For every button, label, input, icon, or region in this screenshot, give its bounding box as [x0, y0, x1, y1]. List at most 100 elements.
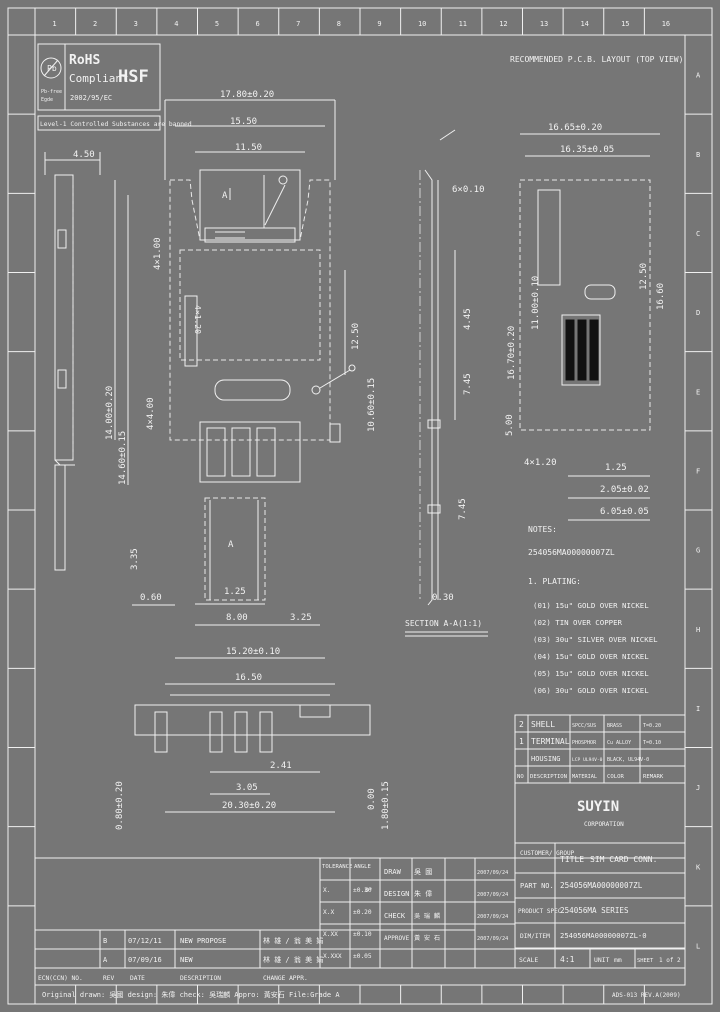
- dim-6x0-10: 6×0.10: [452, 185, 485, 195]
- bom-header: NO: [517, 774, 524, 780]
- tolerance-cell: ±0.10: [353, 931, 372, 938]
- sheet-label: SHEET: [637, 958, 654, 964]
- column-marker: 15: [621, 20, 629, 28]
- rev-cell: NEW PROPOSE: [180, 937, 226, 945]
- section-label: SECTION A-A(1:1): [405, 619, 482, 628]
- column-marker: 14: [580, 20, 588, 28]
- rev-cell: NEW: [180, 956, 193, 964]
- dim-r-6-05: 6.05±0.05: [600, 507, 649, 517]
- tolerance-cell: ±0.05: [353, 953, 372, 960]
- scale-value: 4:1: [560, 955, 575, 964]
- unit-label: UNIT: [594, 956, 610, 964]
- dim-r-16-60: 16.60: [656, 283, 666, 310]
- dim-r-12-50: 12.50: [639, 263, 649, 290]
- part-no-value: 254056MA00000007ZL: [560, 881, 643, 890]
- dim-4-45: 4.45: [463, 308, 473, 330]
- company-logo: SUYIN CORPORATION: [514, 782, 686, 844]
- rev-header: CHANGE APPR.: [263, 975, 308, 982]
- tolerance-header: TOLERANCE: [322, 864, 353, 870]
- draw-label: DRAW: [384, 868, 402, 876]
- bom-header: REMARK: [643, 774, 664, 780]
- row-marker: F: [696, 467, 700, 475]
- column-marker: 7: [296, 20, 300, 28]
- column-marker: 1: [52, 20, 56, 28]
- rev-header: DATE: [130, 975, 145, 982]
- rohs-level-text: Level-1 Controlled Substances are banned: [40, 121, 192, 128]
- dim-4x1-00: 4×1.00: [153, 237, 163, 270]
- dim-15-50: 15.50: [230, 117, 257, 127]
- dim-3-25: 3.25: [290, 613, 312, 623]
- dim-16-50: 16.50: [235, 673, 262, 683]
- bom-header: COLOR: [607, 774, 624, 780]
- plating-item: (02) TIN OVER COPPER: [533, 618, 623, 627]
- signature-date: 2007/09/24: [477, 936, 508, 942]
- scale-label: SCALE: [519, 956, 538, 964]
- bom-header: MATERIAL: [572, 774, 597, 780]
- dim-15-20: 15.20±0.10: [226, 647, 280, 657]
- dim-0-00: 0.00: [367, 788, 377, 810]
- hsf-mark: HSF: [118, 67, 149, 87]
- rev-cell: B: [103, 937, 107, 945]
- rev-cell: 07/12/11: [128, 937, 162, 945]
- column-marker: 16: [662, 20, 670, 28]
- bom-header: DESCRIPTION: [530, 774, 567, 780]
- pcb-layout-note: RECOMMENDED P.C.B. LAYOUT (TOP VIEW): [510, 55, 683, 64]
- dim-r-16-65: 16.65±0.20: [548, 123, 602, 133]
- company-subtitle: CORPORATION: [584, 821, 624, 828]
- plating-item: (01) 15u" GOLD OVER NICKEL: [533, 601, 649, 610]
- row-marker: E: [696, 388, 700, 396]
- row-marker: B: [696, 151, 700, 159]
- top-view: 17.80±0.20 15.50 11.50 A 4×1.20 A: [105, 90, 377, 685]
- dim-17-80: 17.80±0.20: [220, 90, 274, 100]
- pb-free-icon: [40, 57, 62, 79]
- bom-cell: SPCC/SUS: [572, 723, 596, 729]
- dim-3-35: 3.35: [130, 548, 140, 570]
- plating-item: (04) 15u" GOLD OVER NICKEL: [533, 652, 649, 661]
- bom-cell: PHOSPHOR: [572, 740, 597, 746]
- tolerance-cell: X.X: [323, 909, 334, 916]
- signature-name: 朱 偉: [414, 889, 432, 898]
- dim-2-41: 2.41: [270, 761, 292, 771]
- column-marker: 8: [337, 20, 341, 28]
- column-marker: 9: [377, 20, 381, 28]
- dim-20-30: 20.30±0.20: [222, 801, 276, 811]
- bom-cell: SHELL: [531, 720, 555, 729]
- section-mark-a-lower: A: [228, 540, 234, 550]
- customer-label: CUSTOMER/ GROUP: [520, 850, 575, 857]
- rev-cell: 07/09/16: [128, 956, 162, 964]
- rev-cell: A: [103, 956, 108, 964]
- column-marker: 4: [174, 20, 178, 28]
- unit-value: mm: [614, 956, 622, 964]
- approve-label: APPROVE: [384, 935, 410, 942]
- rev-cell: 林 雄 / 翁 美 娟: [263, 936, 323, 945]
- dim-section-lower: 7.45: [458, 498, 468, 520]
- title-label: TITLE: [560, 855, 584, 864]
- title-value: SIM CARD CONN.: [590, 855, 657, 864]
- rohs-directive: 2002/95/EC: [70, 94, 112, 102]
- pb-symbol: Pb: [47, 64, 57, 73]
- pb-caption: Pb-free: [41, 89, 62, 95]
- bom-cell: HOUSING: [531, 755, 561, 763]
- dim-side-4x1-20: 4×1.20: [193, 305, 202, 334]
- dim-value: 254056MA00000007ZL-0: [560, 931, 647, 940]
- rohs-title: RoHS: [69, 53, 100, 68]
- dim-8-00: 8.00: [226, 613, 248, 623]
- product-label: PRODUCT SPEC.: [518, 908, 565, 915]
- sheet-value: 1 of 2: [659, 957, 681, 964]
- footer-text: Original drawn: 吳國 design: 朱偉 check: 吳瑞麟…: [42, 990, 340, 999]
- row-marker: G: [696, 547, 700, 555]
- bom-cell: BRASS: [607, 723, 622, 729]
- dim-r-11-00: 11.00±0.10: [531, 276, 541, 330]
- dim-0-30: 0.30: [432, 593, 454, 603]
- notes-title: NOTES:: [528, 525, 557, 534]
- notes: NOTES: 254056MA00000007ZL 1. PLATING: (0…: [528, 525, 658, 695]
- bom-cell: T=0.10: [643, 740, 661, 746]
- tolerance-cell: ±0.20: [353, 909, 372, 916]
- signature-name: 吳 瑞 麟: [414, 912, 440, 920]
- dim-4-50: 4.50: [73, 150, 95, 160]
- bom-cell: LCP UL94V-0: [572, 757, 603, 763]
- dim-0-80: 0.80±0.20: [115, 781, 125, 830]
- dim-r-4x1-20: 4×1.20: [524, 458, 557, 468]
- bom-cell: BLACK, UL94V-0: [607, 757, 649, 763]
